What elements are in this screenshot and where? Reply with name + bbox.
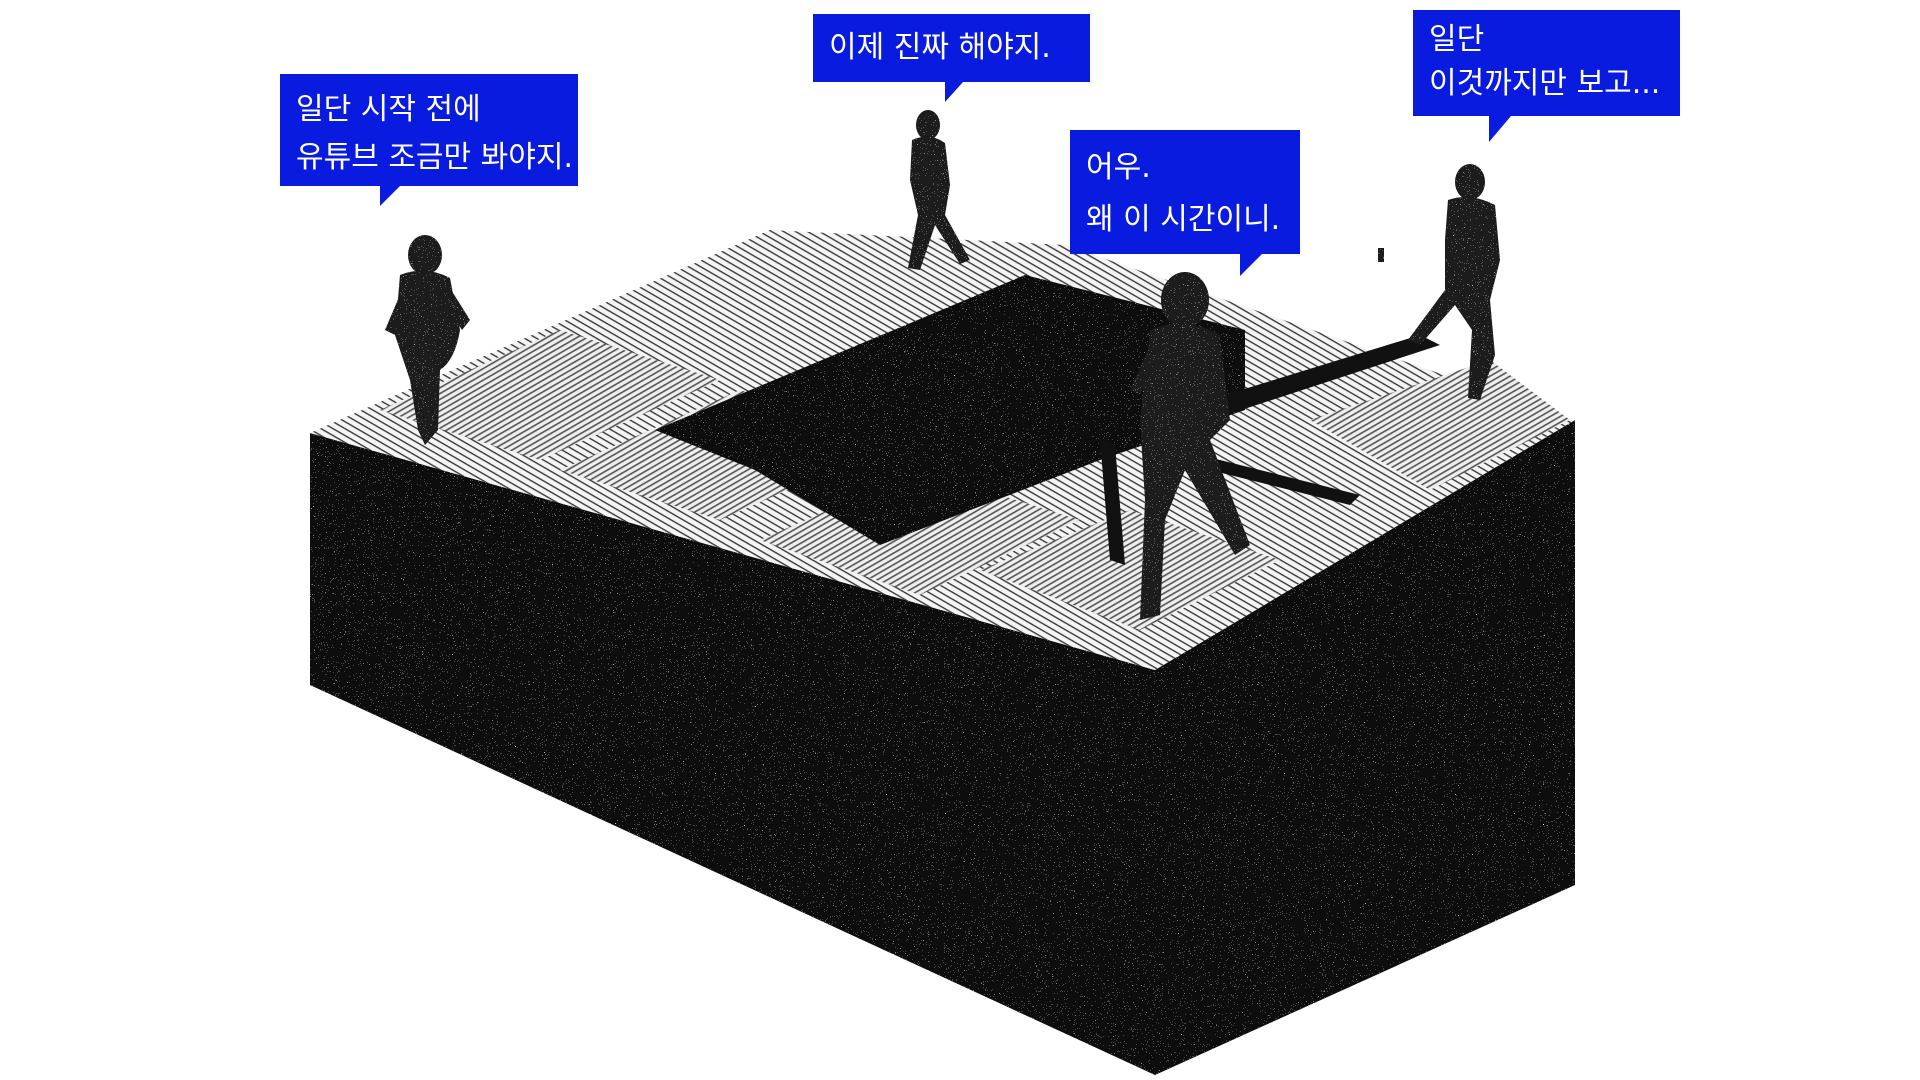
figure-right <box>1378 164 1500 400</box>
bubble-line: 일단 시작 전에 <box>296 92 481 127</box>
bubble-tail <box>945 82 963 102</box>
figure-center-back <box>908 110 970 270</box>
bubble-line: 유튜브 조금만 봐야지. <box>296 140 574 175</box>
bubble-tail <box>1489 116 1511 142</box>
speech-bubble-second: 이제 진짜 해야지. <box>813 14 1090 102</box>
bubble-tail <box>1240 254 1262 276</box>
bubble-line: 어우. <box>1086 150 1151 185</box>
bubble-tail <box>380 186 400 206</box>
bubble-line: 이것까지만 보고... <box>1429 66 1661 101</box>
speech-bubble-fourth: 일단 이것까지만 보고... <box>1413 10 1680 142</box>
block-left-face <box>310 433 1155 1075</box>
figure-center-front <box>1130 272 1250 620</box>
stair-step <box>760 470 1080 595</box>
bubble-line: 왜 이 시간이니. <box>1086 202 1281 237</box>
speech-bubble-first: 일단 시작 전에 유튜브 조금만 봐야지. <box>280 74 578 206</box>
dark-groove <box>1160 335 1440 430</box>
stair-step <box>980 510 1280 630</box>
stair-step <box>380 330 720 460</box>
speech-bubble-third: 어우. 왜 이 시간이니. <box>1070 130 1300 276</box>
dark-recess <box>655 275 1245 545</box>
figure-left <box>385 235 470 445</box>
bubble-line: 일단 <box>1429 22 1485 57</box>
dark-groove <box>1100 440 1125 565</box>
block-right-face <box>1155 420 1575 1075</box>
light-platform <box>1310 360 1570 490</box>
bubble-line: 이제 진짜 해야지. <box>829 30 1051 65</box>
